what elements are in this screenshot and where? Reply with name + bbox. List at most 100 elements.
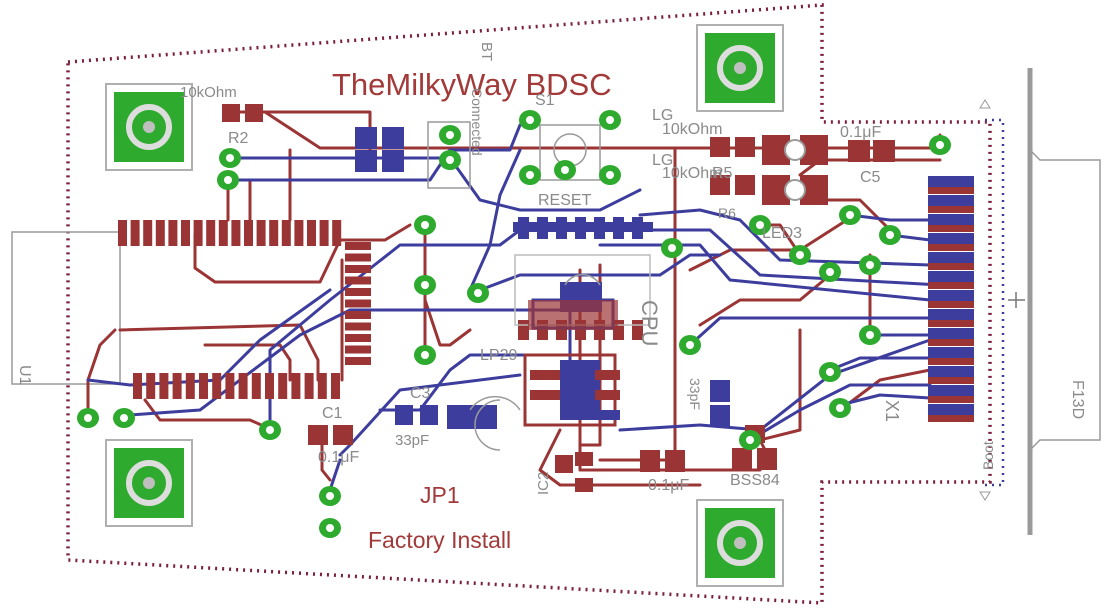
u1-pad: [345, 265, 371, 273]
u1-pad: [206, 220, 216, 246]
c5-label: C5: [860, 169, 881, 186]
x1-pad: [928, 176, 974, 187]
via-pad: [77, 408, 99, 428]
c3-value: 33pF: [395, 432, 429, 449]
ic-footprint-low: [523, 353, 620, 427]
connected-label: Connected: [469, 88, 485, 156]
u1-pad: [345, 345, 371, 354]
x1-pad: [928, 263, 974, 270]
led3-label: LED3: [762, 225, 802, 242]
u1-pad: [172, 373, 182, 399]
via-pad: [599, 165, 621, 185]
via-pad: [414, 275, 436, 295]
u1-pad: [146, 373, 156, 399]
u1-pad: [345, 288, 371, 296]
u1-pad: [244, 220, 253, 246]
u1-pad: [133, 373, 142, 399]
smd-components: [222, 104, 895, 492]
via-pad: [259, 420, 281, 440]
u1-pad: [238, 373, 248, 399]
u1-pad: [231, 220, 241, 246]
x1-pad: [928, 320, 974, 327]
ic-pin: [613, 217, 624, 239]
via-pad: [319, 518, 341, 538]
u1-pad: [199, 373, 208, 399]
via-pad: [819, 362, 841, 382]
x1-pad: [928, 328, 974, 339]
u1-pad: [118, 220, 127, 246]
silkscreen-text: TheMilkyWay BDSC JP1 Factory Install U1 …: [16, 42, 1086, 553]
via-pad: [467, 283, 489, 303]
u1-pad: [317, 373, 327, 399]
via-pad: [519, 110, 541, 130]
ic-pin: [613, 320, 624, 340]
ic-pin: [632, 320, 643, 340]
factory-install-label: Factory Install: [368, 527, 511, 553]
via-pad: [749, 215, 771, 235]
via-pad: [319, 486, 341, 506]
u1-pad: [155, 220, 165, 246]
u1-pad: [331, 373, 340, 399]
via-pad: [219, 148, 241, 168]
x1-pad: [928, 396, 974, 403]
u1-pad: [143, 220, 153, 246]
u1-pads-bottom: [133, 373, 340, 399]
via-pad: [679, 335, 701, 355]
lp29-label: LP29: [480, 347, 517, 364]
r-value-a: 10kOhm: [662, 121, 722, 138]
x1-pad: [928, 252, 974, 263]
u1-pad: [193, 220, 203, 246]
c3-label: C3: [410, 385, 431, 402]
u1-pad: [159, 373, 169, 399]
u1-pad: [345, 357, 371, 365]
r-top-value: 10kOhm: [180, 84, 237, 101]
u1-pad: [291, 373, 301, 399]
silk-shapes: [427, 121, 601, 451]
x1-pad: [928, 282, 974, 289]
ic-pin: [537, 217, 548, 239]
cpu-label: CPU: [637, 300, 662, 346]
via-pad: [929, 135, 951, 155]
via-pad: [859, 325, 881, 345]
via-pad: [439, 150, 461, 170]
s1-label: S1: [535, 92, 555, 109]
u1-pad: [345, 253, 371, 262]
x1-label: X1: [882, 400, 902, 422]
lg-a-label: LG: [652, 107, 673, 124]
ic-footprint-mid: [513, 217, 653, 340]
via-pad: [829, 398, 851, 418]
x1-pad: [928, 358, 974, 365]
bss84-label: BSS84: [730, 472, 780, 489]
via-pad: [859, 255, 881, 275]
u1-pads-top: [118, 220, 342, 246]
connector-f13d-outline: [979, 68, 1101, 535]
x1-pad: [928, 347, 974, 358]
mounting-hole-tr: [696, 24, 784, 112]
x1-pad: [928, 225, 974, 232]
via-pad: [113, 408, 135, 428]
u1-pad: [345, 334, 371, 342]
c1-label: C1: [322, 405, 343, 422]
mounting-hole-tl: [105, 83, 193, 171]
u1-pad: [319, 220, 329, 246]
via-pad: [414, 215, 436, 235]
through-hole-pads: [77, 110, 951, 538]
r5-label: R5: [712, 165, 733, 182]
via-pad: [661, 238, 683, 258]
u1-pad: [345, 242, 371, 250]
c5-value: 0.1μF: [840, 124, 881, 141]
u1-pad: [269, 220, 279, 246]
ic-pin: [556, 217, 567, 239]
x1-pad: [928, 214, 974, 225]
f13d-label: F13D: [1069, 380, 1086, 419]
via-pad: [879, 225, 901, 245]
x1-pad: [928, 309, 974, 320]
u1-pad: [345, 322, 371, 331]
u1-pad: [130, 220, 140, 246]
x1-pad: [928, 244, 974, 251]
x1-pad: [928, 385, 974, 396]
x1-pad: [928, 233, 974, 244]
mounting-hole-bl: [105, 439, 193, 527]
u1-pad: [185, 373, 195, 399]
u1-outline: [11, 231, 121, 385]
